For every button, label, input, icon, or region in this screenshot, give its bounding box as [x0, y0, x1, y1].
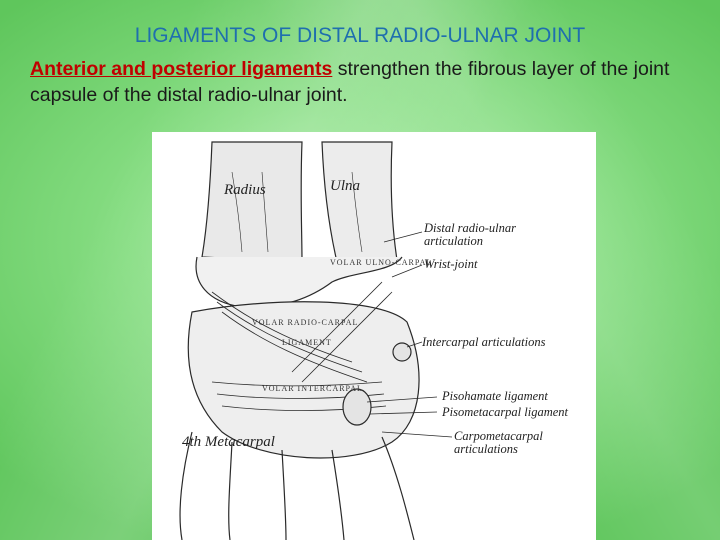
callout-pisometacarpal: Pisometacarpal ligament	[442, 405, 569, 419]
volar-radio-carpal-label: VOLAR RADIO-CARPAL	[252, 318, 359, 327]
callout-pisohamate: Pisohamate ligament	[442, 389, 548, 403]
callout-wrist-joint: Wrist-joint	[424, 257, 478, 271]
slide-body: Anterior and posterior ligaments strengt…	[30, 56, 700, 108]
volar-ulno-carpal-label: VOLAR ULNO-CARPAL	[330, 258, 433, 267]
radius-label: Radius	[224, 182, 266, 198]
ligament-illustration	[179, 141, 453, 540]
ligament-label: LIGAMENT	[282, 338, 332, 347]
callout-intercarpal: Intercarpal articulations	[422, 335, 546, 349]
ulna-label: Ulna	[330, 178, 360, 194]
callout-distal-radio-ulnar: Distal radio-ulnar articulation	[424, 221, 517, 248]
anatomy-figure: Radius Ulna 4th Metacarpal VOLAR RADIO-C…	[152, 132, 596, 540]
highlight-text: Anterior and posterior ligaments	[30, 58, 333, 80]
callout-carpometacarpal: Carpometacarpal articulations	[454, 429, 543, 456]
slide-title: LIGAMENTS OF DISTAL RADIO-ULNAR JOINT	[134, 24, 586, 47]
fourth-metacarpal-label: 4th Metacarpal	[182, 434, 275, 450]
volar-intercarpal-label: VOLAR INTERCARPAL	[262, 384, 363, 393]
body-rest-text: strengthen the fibrous layer of the join…	[30, 58, 670, 106]
